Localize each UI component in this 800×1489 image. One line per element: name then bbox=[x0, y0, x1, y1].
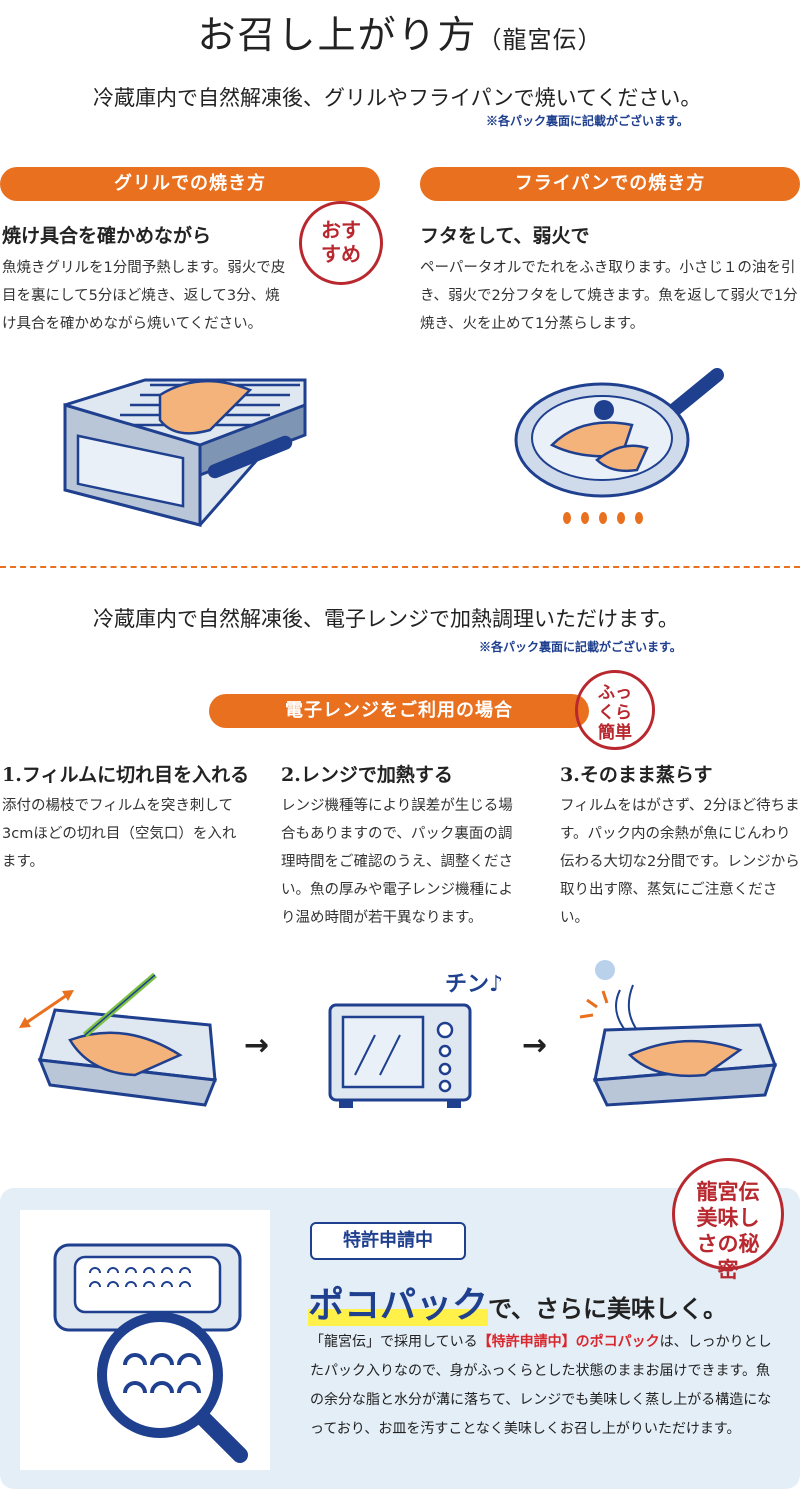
grill-heading: 焼け具合を確かめながら bbox=[2, 225, 212, 247]
poco-text-2: は、しっかりとしたパック入りなので、身がふっくらとした状態のままお届けできます。… bbox=[310, 1334, 772, 1437]
step-arrow-1: → bbox=[244, 1028, 270, 1063]
grill-body: 魚焼きグリルを1分間予熱します。弱火で皮目を裏にして5分ほど焼き、返して3分、焼… bbox=[2, 260, 286, 332]
secret-stamp: 龍宮伝 美味しさの秘密 bbox=[672, 1158, 784, 1282]
microwave-pill: 電子レンジをご利用の場合 bbox=[209, 694, 589, 728]
step-2-body: レンジ機種等により誤差が生じる場合もありますので、パック裏面の調理時間をご確認の… bbox=[281, 798, 513, 926]
step-2-heading: 2.レンジで加熱する bbox=[281, 764, 453, 786]
poco-pack-illustration bbox=[53, 1243, 248, 1463]
microwave-lead: 冷蔵庫内で自然解凍後、電子レンジで加熱調理いただけます。 bbox=[93, 607, 679, 631]
osusume-stamp: おすすめ bbox=[299, 201, 383, 285]
poco-text-1: 「龍宮伝」で採用している bbox=[310, 1334, 478, 1350]
step-1-body: 添付の楊枝でフィルムを突き刺して3cmほどの切れ目（空気口）を入れます。 bbox=[2, 798, 237, 870]
step-3-heading: 3.そのまま蒸らす bbox=[560, 764, 713, 786]
grill-pill: グリルでの焼き方 bbox=[0, 167, 380, 201]
grill-illustration bbox=[63, 378, 307, 527]
step-arrow-2: → bbox=[522, 1028, 548, 1063]
pan-pill: フライパンでの焼き方 bbox=[420, 167, 800, 201]
step-3-body: フィルムをはがさず、2分ほど待ちます。パック内の余熱が魚にじんわり伝わる大切な2… bbox=[560, 798, 800, 926]
chime-text: チン♪ bbox=[445, 972, 504, 997]
poco-text-highlight: 【特許申請中】のポコパック bbox=[477, 1334, 660, 1350]
section-divider bbox=[0, 566, 800, 568]
pan-body: ペーパータオルでたれをふき取ります。小さじ１の油を引き、弱火で2分フタをして焼き… bbox=[420, 260, 798, 332]
poco-headline-rest: で、さらに美味しく。 bbox=[488, 1295, 728, 1323]
grill-lead: 冷蔵庫内で自然解凍後、グリルやフライパンで焼いてください。 bbox=[93, 86, 702, 110]
page-title: お召し上がり方（龍宮伝） bbox=[0, 4, 800, 59]
osusume-stamp-text: おすすめ bbox=[321, 218, 361, 266]
fukkura-stamp: ふっくら簡単 bbox=[575, 670, 655, 750]
steam-illustration bbox=[579, 960, 778, 1107]
microwave-illustration bbox=[328, 1003, 472, 1108]
poco-description: 「龍宮伝」で採用している【特許申請中】のポコパックは、しっかりとしたパック入りな… bbox=[310, 1328, 782, 1444]
secret-stamp-text: 龍宮伝 美味しさの秘密 bbox=[696, 1179, 760, 1282]
film-cut-illustration bbox=[19, 972, 218, 1107]
pan-illustration bbox=[514, 368, 724, 524]
poco-headline-name: ポコパック bbox=[308, 1285, 489, 1326]
page-title-sub: （龍宮伝） bbox=[477, 26, 603, 54]
patent-badge: 特許申請中 bbox=[310, 1222, 466, 1260]
grill-note: ※各パック裏面に記載がございます。 bbox=[486, 114, 689, 128]
step-1-heading: 1.フィルムに切れ目を入れる bbox=[2, 764, 250, 786]
page-title-main: お召し上がり方 bbox=[197, 13, 478, 57]
microwave-note: ※各パック裏面に記載がございます。 bbox=[479, 640, 682, 654]
pan-heading: フタをして、弱火で bbox=[420, 225, 590, 247]
poco-headline: ポコパックで、さらに美味しく。 bbox=[308, 1276, 727, 1328]
fukkura-stamp-text: ふっくら簡単 bbox=[598, 683, 632, 743]
